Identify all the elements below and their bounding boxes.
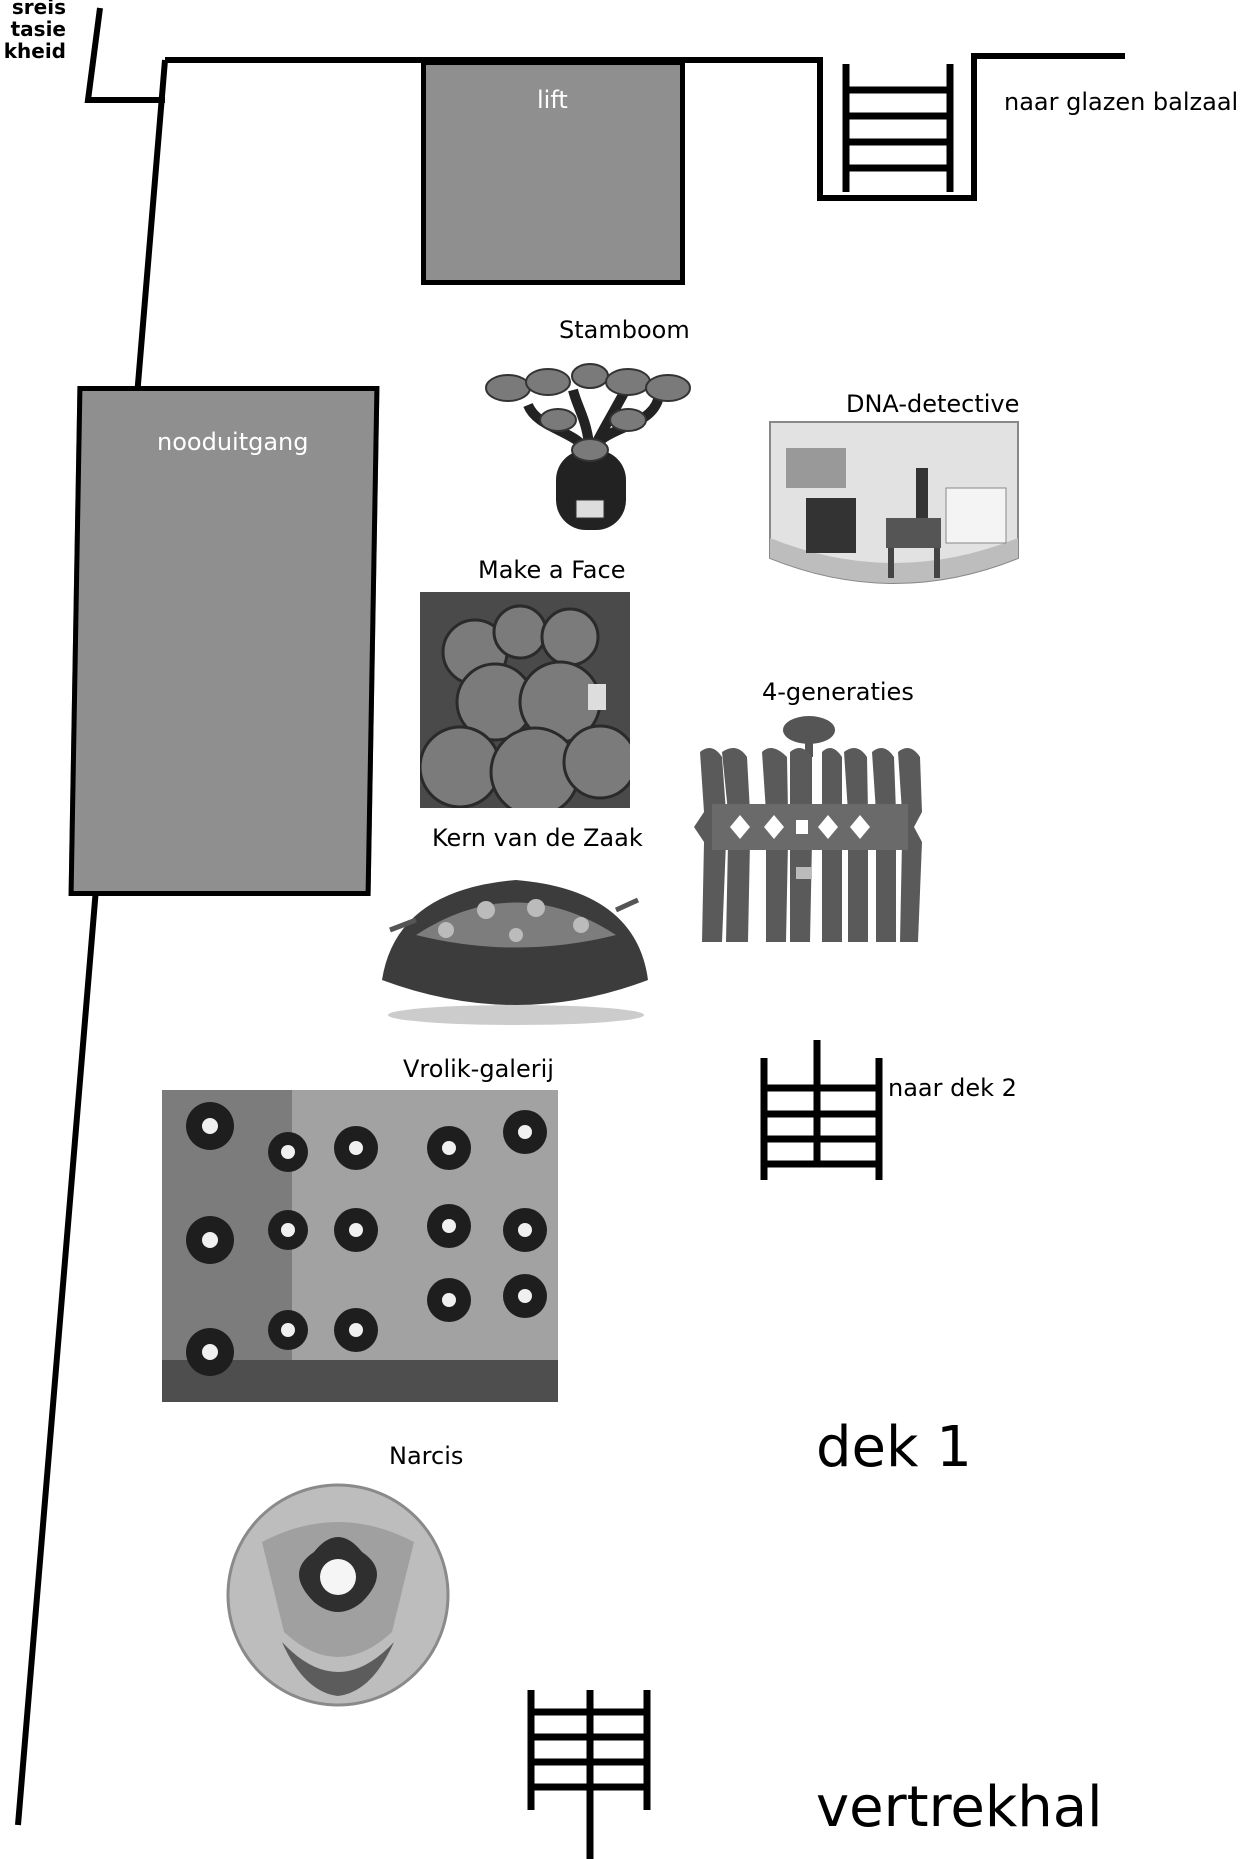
wall-left [15, 59, 168, 1826]
wall-top [165, 53, 1125, 201]
staircase-top-icon [842, 64, 954, 192]
nooduitgang-room[interactable] [68, 386, 380, 896]
stamboom-label: Stamboom [559, 316, 690, 344]
stairs-middle-label[interactable]: naar dek 2 [888, 1074, 1017, 1102]
corner-text: sreis tasie kheid [3, 0, 66, 63]
wall-top-left [84, 7, 165, 103]
vrolik-galerij-label: Vrolik-galerij [403, 1055, 554, 1083]
dna-detective-image[interactable] [766, 418, 1022, 598]
exit-title: vertrekhal [816, 1775, 1103, 1840]
staircase-middle-icon [760, 1040, 883, 1180]
vier-generaties-image[interactable] [692, 712, 924, 948]
make-a-face-label: Make a Face [478, 556, 626, 584]
nooduitgang-label: nooduitgang [157, 428, 309, 456]
lift-label: lift [537, 86, 568, 114]
lift-room[interactable] [421, 60, 685, 285]
narcis-label: Narcis [389, 1442, 464, 1470]
kern-van-de-zaak-label: Kern van de Zaak [432, 824, 643, 852]
vrolik-galerij-image[interactable] [162, 1090, 558, 1402]
vier-generaties-label: 4-generaties [762, 678, 914, 706]
kern-van-de-zaak-image[interactable] [376, 840, 656, 1030]
staircase-bottom-icon [527, 1690, 651, 1859]
stairs-top-label[interactable]: naar glazen balzaal [1004, 88, 1239, 116]
deck-title: dek 1 [816, 1415, 972, 1480]
stamboom-image[interactable] [478, 360, 698, 540]
dna-detective-label: DNA-detective [846, 390, 1020, 418]
narcis-image[interactable] [222, 1482, 454, 1708]
make-a-face-image[interactable] [420, 592, 630, 808]
